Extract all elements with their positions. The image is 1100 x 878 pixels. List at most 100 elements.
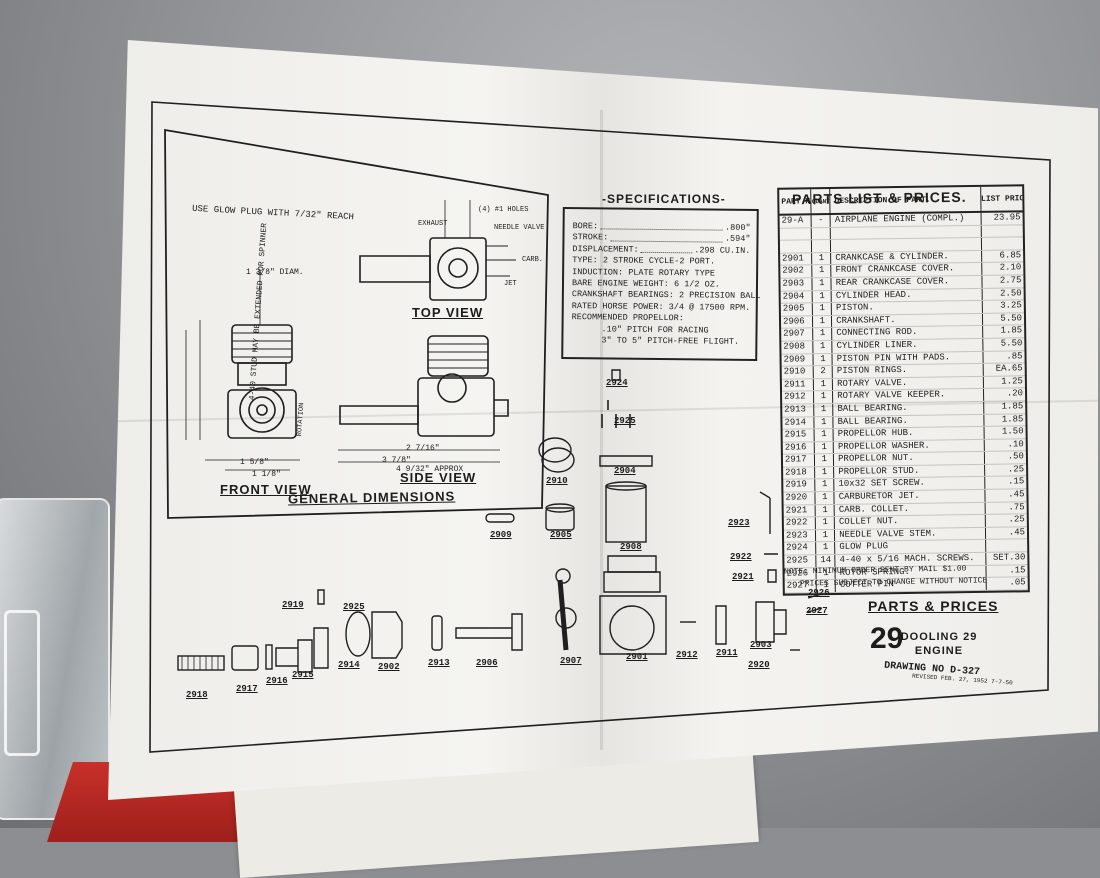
part-number-label: 2912 — [676, 650, 698, 660]
specifications-title: -SPECIFICATIONS- — [602, 192, 726, 206]
front-view-engine — [185, 270, 300, 471]
part-number-label: 2920 — [748, 660, 770, 670]
part-number-label: 2911 — [716, 648, 738, 658]
part-number-label: 2921 — [732, 572, 754, 582]
part-quantity: 1 — [814, 391, 834, 404]
part-number-label: 2917 — [236, 684, 258, 694]
part-price: .10 — [1007, 439, 1024, 450]
big-29-mark: 29 — [870, 622, 903, 655]
part-number-label: 2913 — [428, 658, 450, 668]
part-quantity: 1 — [815, 479, 835, 492]
part-price: .85 — [1006, 350, 1023, 362]
part-number: 2916 — [782, 441, 816, 454]
dim-label: 2 7/16" — [406, 444, 440, 453]
dim-label: (4) #1 HOLES — [478, 206, 529, 214]
parts-table-header: PART Nº QUANT. PER ENG. DESCRIPTION OF P… — [779, 186, 1023, 216]
part-quantity: 1 — [815, 429, 834, 441]
part-number: 2918 — [783, 467, 816, 480]
part-number-label: 2903 — [750, 640, 772, 650]
part-number: 2922 — [783, 517, 817, 530]
exploded-parts — [177, 369, 823, 673]
dim-label: 1 5/8" — [240, 458, 269, 467]
part-price: .75 — [1008, 501, 1025, 513]
part-quantity: 1 — [813, 328, 833, 341]
part-number: 2917 — [782, 454, 816, 467]
header-quantity: QUANT. PER ENG. — [811, 189, 831, 214]
dim-label: 1 3/8" DIAM. — [246, 268, 304, 277]
top-view-label: TOP VIEW — [412, 305, 484, 320]
part-number-label: 2910 — [546, 476, 568, 486]
part-number: 2914 — [782, 416, 816, 429]
part-number-label: 2927 — [806, 606, 828, 616]
part-quantity: 1 — [812, 265, 832, 278]
part-number: 2908 — [781, 341, 814, 354]
part-price: 23.95 — [993, 212, 1021, 223]
parts-and-prices-sheet — [108, 40, 1098, 800]
part-quantity — [812, 240, 832, 253]
part-price: 1.50 — [1001, 426, 1024, 437]
part-price: .50 — [1007, 451, 1024, 462]
part-number-label: 2901 — [626, 652, 648, 662]
part-price: .45 — [1008, 527, 1026, 538]
part-price: 2.50 — [999, 287, 1022, 299]
part-description: PISTON. — [831, 301, 983, 315]
part-quantity: 1 — [814, 416, 834, 429]
part-description: CYLINDER LINER. — [832, 338, 984, 353]
part-number: 2910 — [781, 366, 815, 379]
part-description: PROPELLOR HUB. — [833, 426, 985, 441]
engine-name: DOOLING 29 ENGINE — [900, 631, 978, 657]
part-quantity: 1 — [812, 277, 832, 290]
part-number-label: 2925 — [343, 602, 365, 612]
part-quantity — [812, 227, 832, 240]
parts-list-table: PART Nº QUANT. PER ENG. DESCRIPTION OF P… — [777, 184, 1030, 596]
part-quantity: 1 — [814, 403, 834, 416]
part-quantity: 1 — [815, 466, 835, 479]
part-number: 2919 — [783, 479, 816, 492]
sheet-border — [149, 101, 1051, 753]
part-number-label: 2907 — [560, 656, 582, 666]
part-number-label: 2922 — [730, 552, 752, 562]
part-description: CYLINDER HEAD. — [831, 288, 983, 303]
dim-label: EXHAUST — [418, 220, 448, 228]
part-number-label: 2905 — [550, 530, 572, 540]
part-price: EA.65 — [995, 363, 1023, 374]
part-description: BALL BEARING. — [833, 401, 984, 416]
dim-label: 1 1/8" — [252, 470, 281, 479]
part-price: 5.50 — [1000, 338, 1023, 349]
part-number: 2911 — [781, 378, 815, 392]
part-number-label: 2924 — [606, 378, 628, 388]
part-number-label: 2908 — [620, 542, 642, 552]
part-description: GLOW PLUG — [835, 540, 986, 554]
part-description: BALL BEARING. — [833, 414, 985, 429]
part-price — [981, 225, 1022, 237]
part-description: CRANKSHAFT. — [832, 313, 983, 328]
part-price: .05 — [1009, 577, 1026, 588]
part-quantity: 1 — [814, 378, 834, 391]
dim-label: 4 9/32" APPROX — [396, 465, 464, 474]
part-number: 29-A — [779, 215, 813, 228]
part-number-label: 2926 — [808, 588, 830, 598]
part-price: 2.10 — [999, 262, 1022, 274]
dim-label: 3 7/8" — [382, 456, 411, 465]
header-description: DESCRIPTION OF PART. — [830, 186, 982, 213]
part-number-label: 2916 — [266, 676, 288, 686]
part-number-label: 2923 — [728, 518, 750, 528]
front-view-label: FRONT VIEW — [220, 482, 312, 497]
part-number-label: 2925 — [614, 416, 636, 426]
part-number-label: 2904 — [614, 466, 636, 476]
part-description — [831, 238, 982, 252]
part-price — [982, 238, 1023, 250]
dimensions-box — [164, 128, 549, 519]
part-price: 5.50 — [1000, 313, 1023, 324]
part-description: AIRPLANE ENGINE (COMPL.) — [830, 212, 982, 227]
part-quantity: 1 — [812, 252, 832, 265]
part-quantity: 1 — [813, 290, 832, 303]
part-number-label: 2919 — [282, 600, 304, 610]
part-quantity: 1 — [815, 441, 835, 454]
dim-label: JET — [504, 280, 517, 288]
part-description: PROPELLOR WASHER. — [833, 439, 985, 454]
spec-line: 3" TO 5" PITCH-FREE FLIGHT. — [601, 335, 740, 347]
part-description: ROTARY VALVE KEEPER. — [833, 389, 984, 403]
part-number — [779, 240, 813, 253]
part-description: CARB. COLLET. — [834, 502, 986, 517]
